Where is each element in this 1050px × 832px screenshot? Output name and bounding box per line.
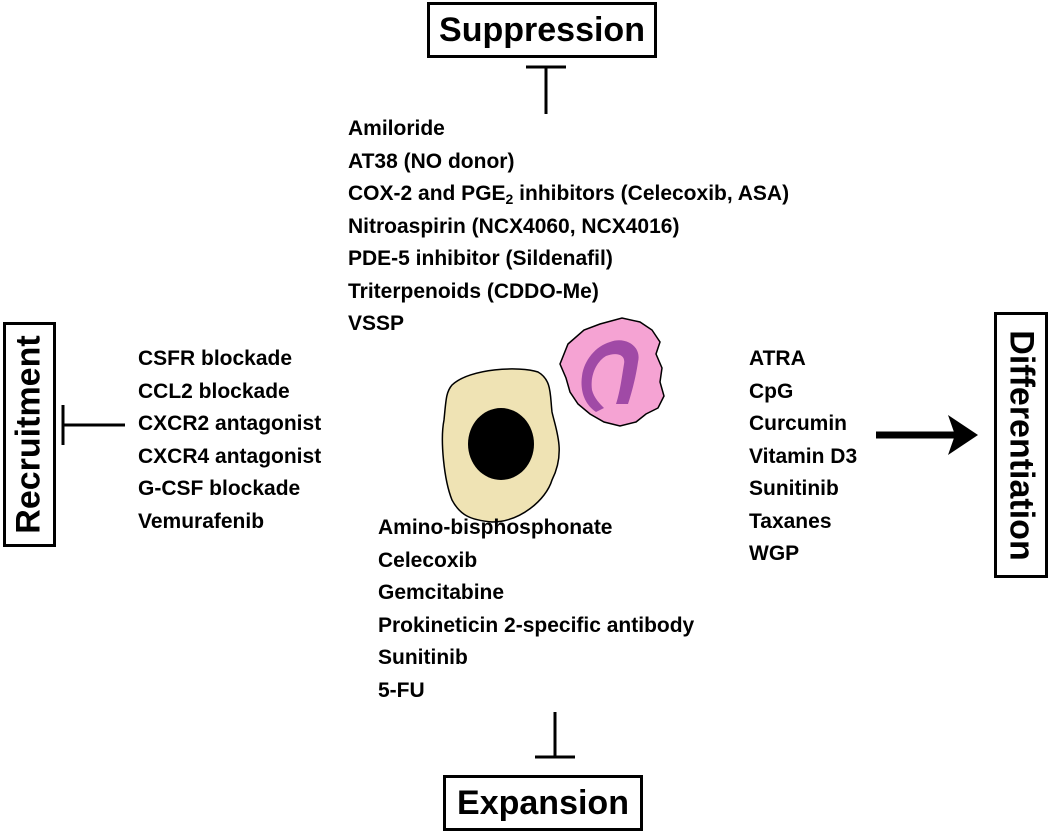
expansion-agent: Amino-bisphosphonate: [378, 516, 613, 539]
expansion-agent: Sunitinib: [378, 646, 468, 669]
suppression-box: Suppression: [427, 2, 657, 58]
suppression-agent: AT38 (NO donor): [348, 149, 515, 173]
expansion-agent: Prokineticin 2-specific antibody: [378, 613, 695, 637]
differentiation-agent: ATRA: [749, 347, 806, 370]
suppression-agent: VSSP: [348, 312, 405, 335]
expansion-agent: 5-FU: [378, 678, 425, 702]
recruitment-agent: CSFR blockade: [138, 347, 293, 370]
cox2-text-after: inhibitors (Celecoxib, ASA): [513, 182, 790, 205]
differentiation-label: Differentiation: [1002, 329, 1041, 561]
differentiation-arrow-head: [948, 415, 978, 455]
recruitment-agent: Vemurafenib: [138, 509, 265, 533]
recruitment-agent: G-CSF blockade: [138, 477, 301, 500]
cell-right-nucleus: [581, 340, 639, 412]
suppression-agent-list: Amiloride AT38 (NO donor) COX-2 and PGE2…: [348, 113, 789, 341]
cox2-subscript: 2: [505, 191, 514, 207]
recruitment-agent-list: CSFR blockade CCL2 blockade CXCR2 antago…: [138, 343, 321, 538]
suppression-agent: Amiloride: [348, 117, 445, 140]
suppression-agent: PDE-5 inhibitor (Sildenafil): [348, 247, 613, 270]
recruitment-label: Recruitment: [10, 335, 48, 534]
differentiation-agent: Taxanes: [749, 509, 832, 533]
cell-left-nucleus: [468, 408, 534, 480]
differentiation-box: Differentiation: [994, 312, 1048, 578]
suppression-label: Suppression: [439, 10, 645, 49]
recruitment-box: Recruitment: [3, 322, 56, 547]
differentiation-agent: Curcumin: [749, 412, 848, 435]
differentiation-agent: WGP: [749, 542, 800, 565]
suppression-agent: Triterpenoids (CDDO-Me): [348, 279, 599, 303]
recruitment-agent: CCL2 blockade: [138, 379, 290, 403]
suppression-agent: COX-2 and PGE2 inhibitors (Celecoxib, AS…: [348, 178, 789, 211]
expansion-box: Expansion: [443, 775, 643, 831]
differentiation-agent: Sunitinib: [749, 477, 839, 500]
differentiation-agent: Vitamin D3: [749, 444, 858, 468]
differentiation-agent: CpG: [749, 379, 794, 403]
expansion-agent: Celecoxib: [378, 548, 478, 572]
expansion-label: Expansion: [457, 783, 629, 822]
expansion-agent: Gemcitabine: [378, 581, 505, 604]
recruitment-agent: CXCR4 antagonist: [138, 444, 322, 468]
suppression-agent: Nitroaspirin (NCX4060, NCX4016): [348, 214, 680, 238]
expansion-agent-list: Amino-bisphosphonate Celecoxib Gemcitabi…: [378, 512, 694, 707]
differentiation-agent-list: ATRA CpG Curcumin Vitamin D3 Sunitinib T…: [749, 343, 857, 571]
recruitment-agent: CXCR2 antagonist: [138, 412, 322, 435]
cox2-text-before: COX-2 and PGE: [348, 182, 506, 205]
